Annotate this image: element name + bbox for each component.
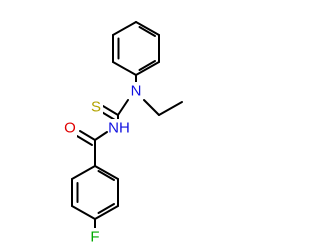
- double-bond-inner: [97, 203, 115, 214]
- double-bond-inner: [138, 26, 156, 37]
- chemical-structure: S O NH N F: [63, 21, 183, 246]
- bond: [112, 21, 137, 36]
- bond-c-n: [117, 99, 129, 116]
- amide-nitrogen-atom: NH: [108, 119, 130, 137]
- amine-nitrogen-atom: N: [129, 82, 143, 100]
- oxygen-label: O: [64, 120, 76, 137]
- fluorine-atom: F: [88, 228, 102, 246]
- bond: [94, 165, 119, 180]
- double-bond-c-s: [102, 105, 119, 116]
- double-bond-inner: [138, 60, 156, 71]
- double-bond-inner: [97, 170, 115, 181]
- oxygen-atom: O: [63, 119, 77, 137]
- bond: [135, 21, 160, 36]
- bond-nh-c: [94, 131, 108, 141]
- amide-nitrogen-label: NH: [108, 120, 130, 137]
- sulfur-atom: S: [89, 98, 103, 116]
- phenyl-ring: [112, 21, 160, 76]
- sulfur-label: S: [91, 99, 101, 116]
- bond: [135, 61, 160, 76]
- bond-n-ethyl: [143, 99, 160, 116]
- bond: [71, 205, 96, 220]
- bond: [112, 61, 137, 76]
- molecule-canvas: S O NH N F: [63, 21, 183, 246]
- bond-ethyl: [158, 101, 183, 116]
- amine-nitrogen-label: N: [131, 83, 142, 100]
- bond: [71, 165, 96, 180]
- fluorophenyl-ring: [71, 165, 119, 220]
- bond: [94, 205, 119, 220]
- double-bond-c-o: [76, 135, 93, 146]
- double-bond-c-o: [79, 130, 96, 141]
- fluorine-label: F: [90, 229, 99, 246]
